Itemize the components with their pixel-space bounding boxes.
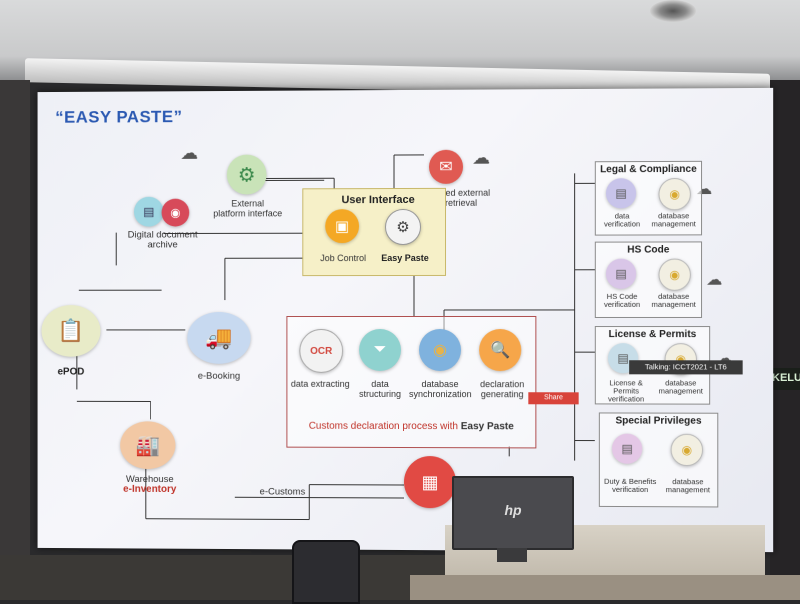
verification-icon: ▤ [606, 178, 636, 208]
database-sync-icon: ◉ [419, 329, 461, 371]
ocr-icon: OCR [299, 329, 343, 373]
monitor-stand [497, 548, 527, 562]
hs-code-panel: HS Code ▤ ◉ HS Code verification databas… [595, 241, 702, 318]
cloud-icon: ☁ [472, 148, 490, 169]
truck-icon: 🚚 [187, 312, 250, 364]
digital-archive-label: Digital document archive [118, 230, 207, 250]
right-wall [770, 80, 800, 600]
hp-logo: hp [454, 502, 572, 518]
ecustoms-label: e-Customs [253, 487, 313, 497]
panel-left-label: data verification [598, 212, 646, 228]
panel-right-label: database management [654, 379, 707, 395]
verification-icon: ▤ [612, 434, 642, 464]
podium-monitor: hp [452, 476, 574, 550]
database-icon: ◉ [162, 199, 190, 227]
ocr-icon-text: OCR [310, 345, 332, 356]
process-caption-bold: Easy Paste [461, 421, 514, 432]
declaration-icon: 🔍 [479, 329, 521, 371]
projected-slide: “EASY PASTE” [38, 88, 774, 552]
database-icon: ◉ [671, 434, 703, 466]
process-step-label: declaration generating [471, 379, 533, 399]
panel-right-label: database management [648, 293, 699, 309]
job-control-label: Job Control [313, 253, 373, 263]
database-icon: ◉ [658, 259, 690, 291]
panel-left-label: HS Code verification [598, 293, 646, 309]
funnel-icon: ⏷ [359, 329, 401, 371]
panel-right-label: database management [660, 478, 715, 494]
speaker-tooltip: Talking: ICCT2021 - LT6 [629, 360, 743, 374]
warehouse-icon: 🏭 [120, 421, 175, 469]
easy-paste-label: Easy Paste [375, 253, 435, 263]
chair [292, 540, 360, 604]
ceiling-vent [650, 0, 696, 22]
panel-title: Legal & Compliance [596, 164, 701, 175]
cloud-icon: ☁ [180, 143, 198, 164]
easy-paste-icon: ⚙ [385, 209, 421, 245]
floor [0, 555, 450, 600]
ebooking-label: e-Booking [189, 372, 248, 382]
process-step-label: data structuring [349, 379, 411, 399]
panel-title: HS Code [596, 244, 701, 255]
special-privileges-panel: Special Privileges ▤ ◉ Duty & Benefits v… [599, 412, 718, 507]
job-control-icon: ▣ [325, 209, 359, 243]
mail-icon: ✉ [429, 150, 463, 184]
document-archive-icon: ▤ [134, 197, 164, 227]
user-interface-title: User Interface [323, 195, 433, 205]
cloud-icon: ☁ [706, 270, 722, 290]
left-wall [0, 80, 30, 600]
panel-left-label: Duty & Benefits verification [600, 478, 661, 494]
process-caption: Customs declaration process with Easy Pa… [287, 421, 535, 433]
gears-icon: ⚙ [227, 155, 267, 195]
einventory-label: e-Inventory [114, 485, 185, 495]
panel-left-label: License & Permits verification [596, 379, 657, 403]
customs-server-icon: ▦ [404, 456, 456, 508]
process-step-label: data extracting [289, 379, 351, 389]
legal-compliance-panel: Legal & Compliance ▤ ◉ data verification… [595, 161, 702, 236]
database-icon: ◉ [658, 178, 690, 210]
panel-title: License & Permits [596, 329, 709, 340]
user-interface-panel: User Interface ▣ ⚙ Job Control Easy Past… [302, 188, 446, 276]
verification-icon: ▤ [606, 259, 636, 289]
panel-title: Special Privileges [600, 415, 717, 426]
external-platform-label: External platform interface [203, 198, 292, 218]
customs-process-panel: OCR ⏷ ◉ 🔍 data extracting data structuri… [286, 316, 536, 448]
panel-right-label: database management [648, 212, 699, 228]
process-step-label: database synchronization [409, 379, 471, 399]
podium-base [410, 575, 800, 600]
clipboard-icon: 📋 [41, 305, 100, 357]
epod-label: ePOD [51, 368, 90, 378]
process-caption-prefix: Customs declaration process with [309, 421, 461, 432]
share-badge[interactable]: Share [528, 392, 578, 404]
